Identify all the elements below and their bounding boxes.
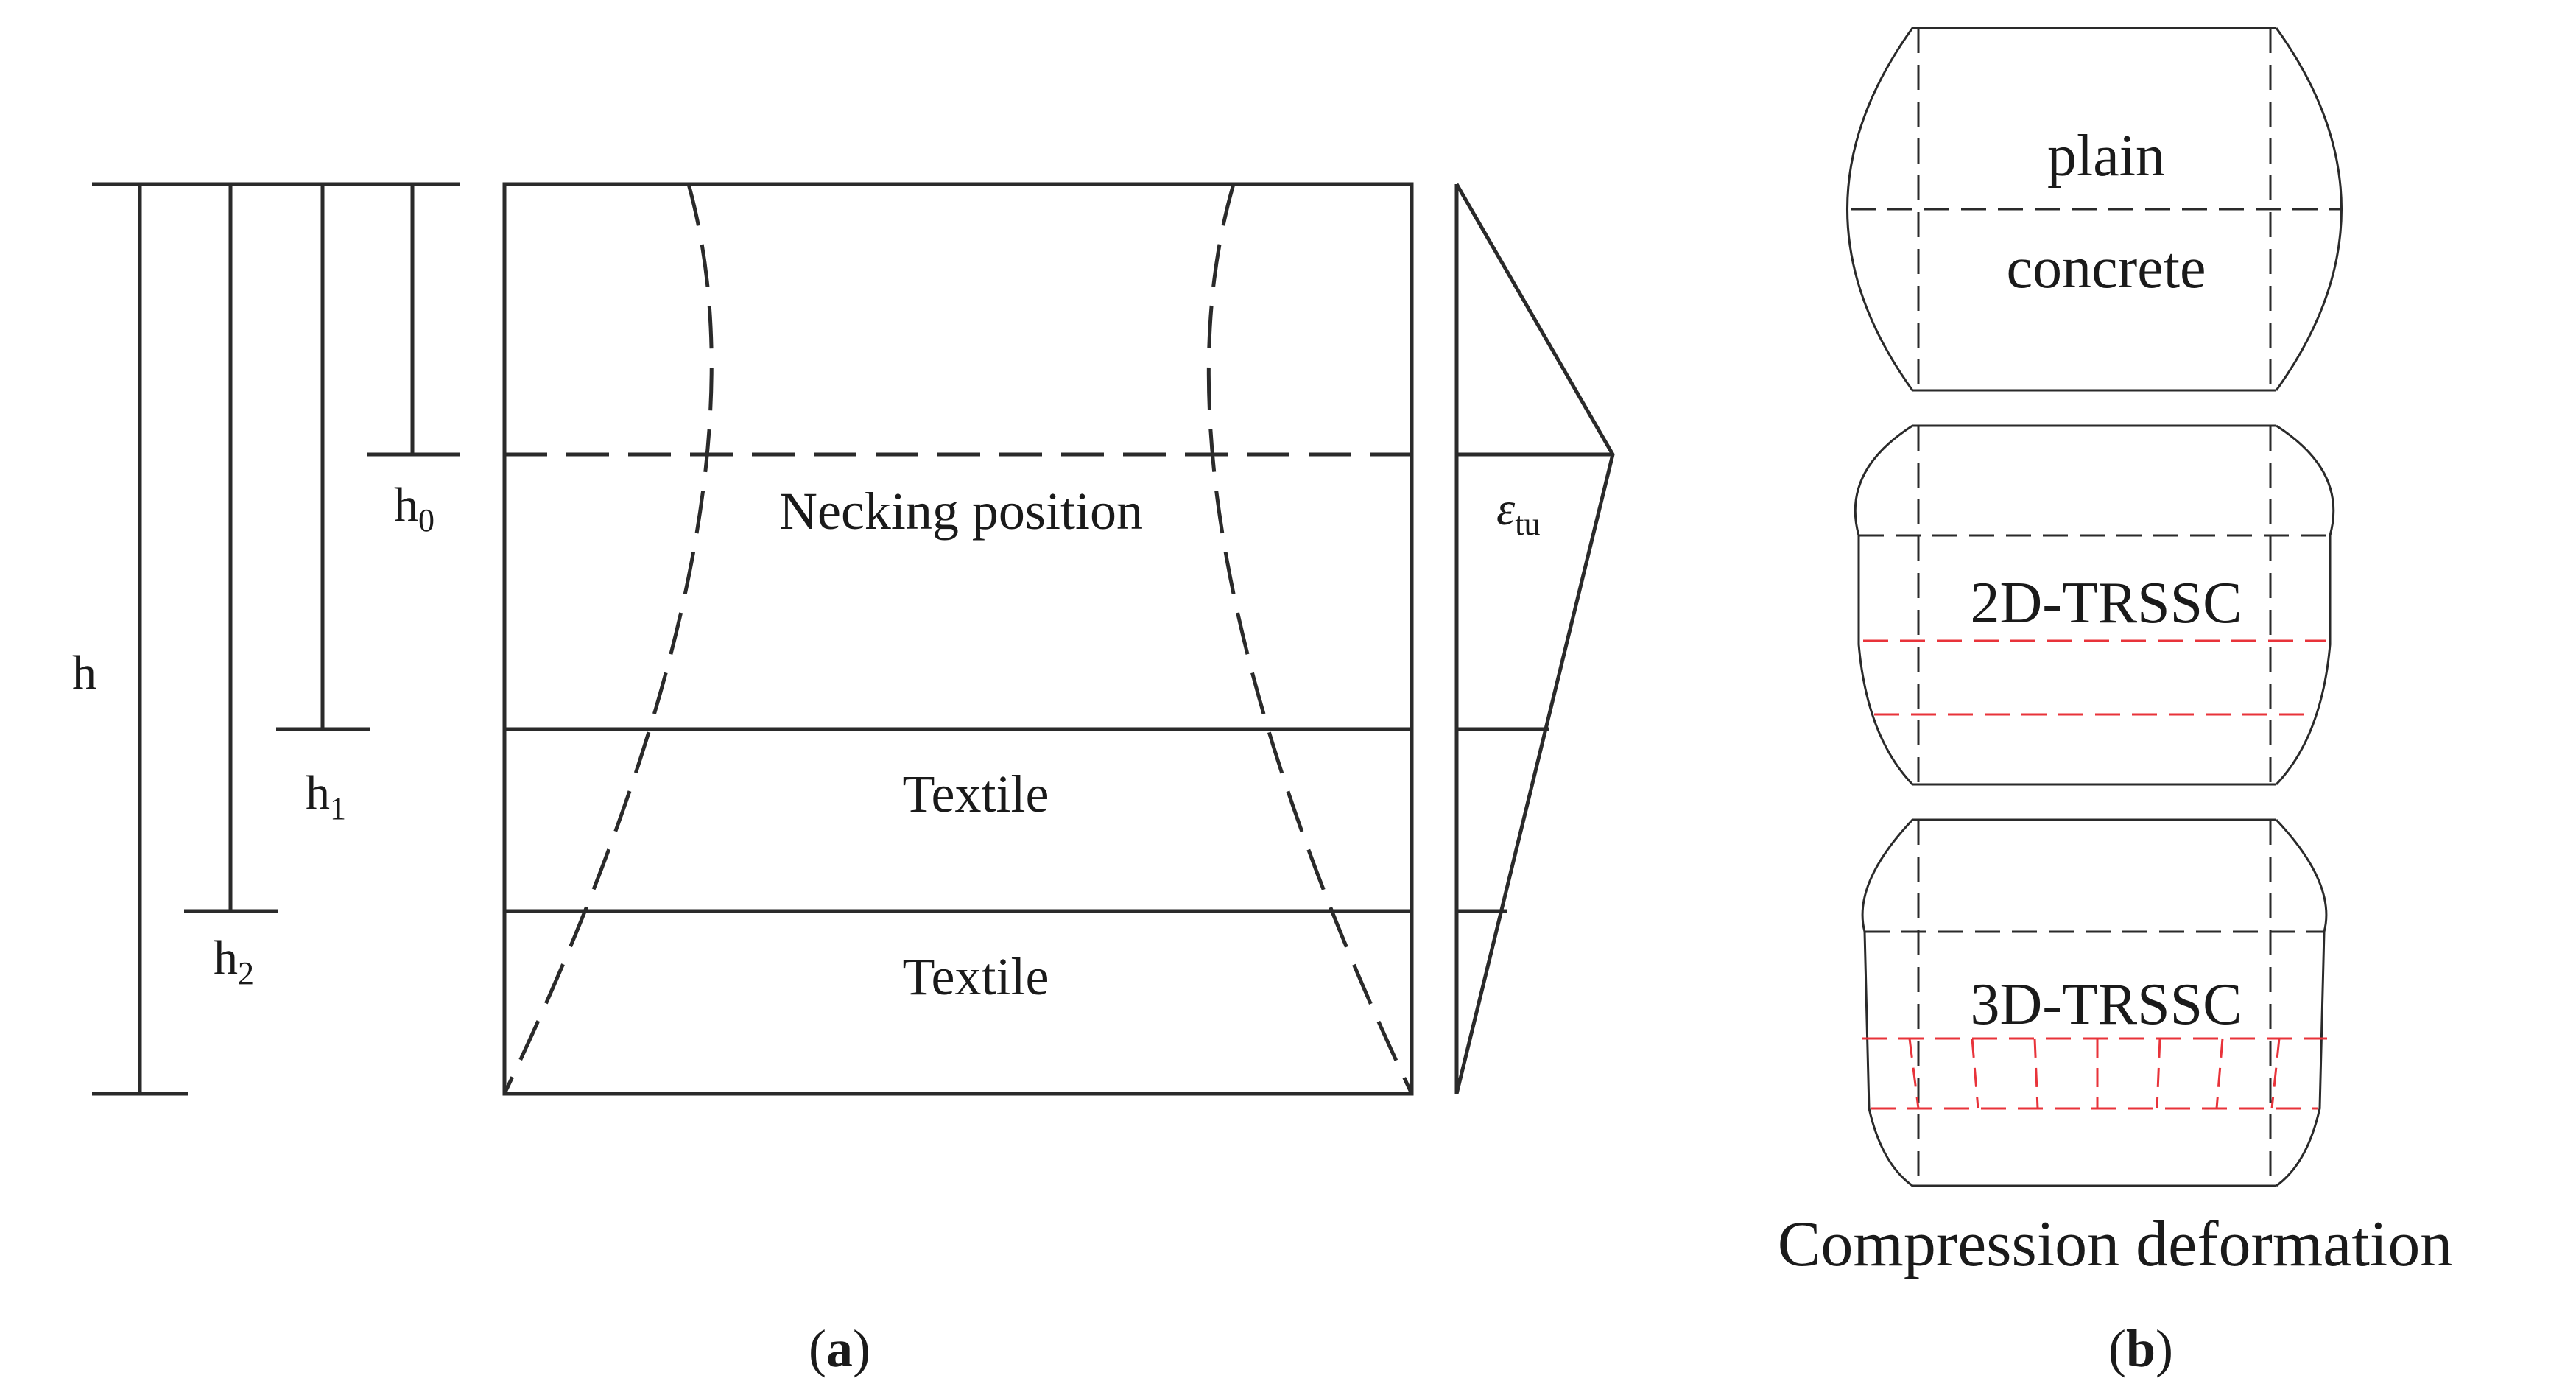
label-h: h <box>72 646 96 700</box>
necking-position-label: Necking position <box>779 482 1143 541</box>
plain-concrete-label-line1: plain <box>2047 124 2165 189</box>
specimen-section <box>502 182 1414 1096</box>
strain-profile <box>1454 183 1615 1094</box>
specimen-plain-concrete <box>1846 27 2343 392</box>
label-3d-trssc: 3D-TRSSC <box>1971 972 2242 1037</box>
plain-concrete-label-line2: concrete <box>2007 236 2206 301</box>
label-h1: h1 <box>306 766 346 826</box>
necking-curve-left <box>502 183 714 1095</box>
label-h2: h2 <box>214 931 254 991</box>
panel-a: h h0 h1 h2 Necking position Textile Text… <box>72 182 1615 1378</box>
caption-b: (b) <box>2108 1319 2173 1378</box>
textile-layers-3d <box>1862 1037 2327 1110</box>
strain-distribution <box>1454 183 1615 1094</box>
specimen-2d-trssc <box>1854 424 2335 786</box>
necking-curve-right <box>1206 183 1414 1095</box>
textile-label-lower: Textile <box>903 947 1049 1006</box>
height-dimension-lines <box>92 182 460 1096</box>
textile-layers-2d <box>1863 639 2326 716</box>
panel-b-title: Compression deformation <box>1778 1209 2453 1280</box>
specimen-outline <box>502 182 1414 1096</box>
textile-label-upper: Textile <box>903 765 1049 823</box>
strain-label: εtu <box>1496 482 1540 542</box>
specimen-3d-trssc <box>1861 818 2328 1187</box>
label-2d-trssc: 2D-TRSSC <box>1971 571 2242 636</box>
label-h0: h0 <box>394 478 434 538</box>
caption-a: (a) <box>809 1319 870 1378</box>
textile-3d-binders <box>1908 1038 2281 1109</box>
panel-b: plain concrete 2D-TRSSC <box>1778 27 2453 1378</box>
